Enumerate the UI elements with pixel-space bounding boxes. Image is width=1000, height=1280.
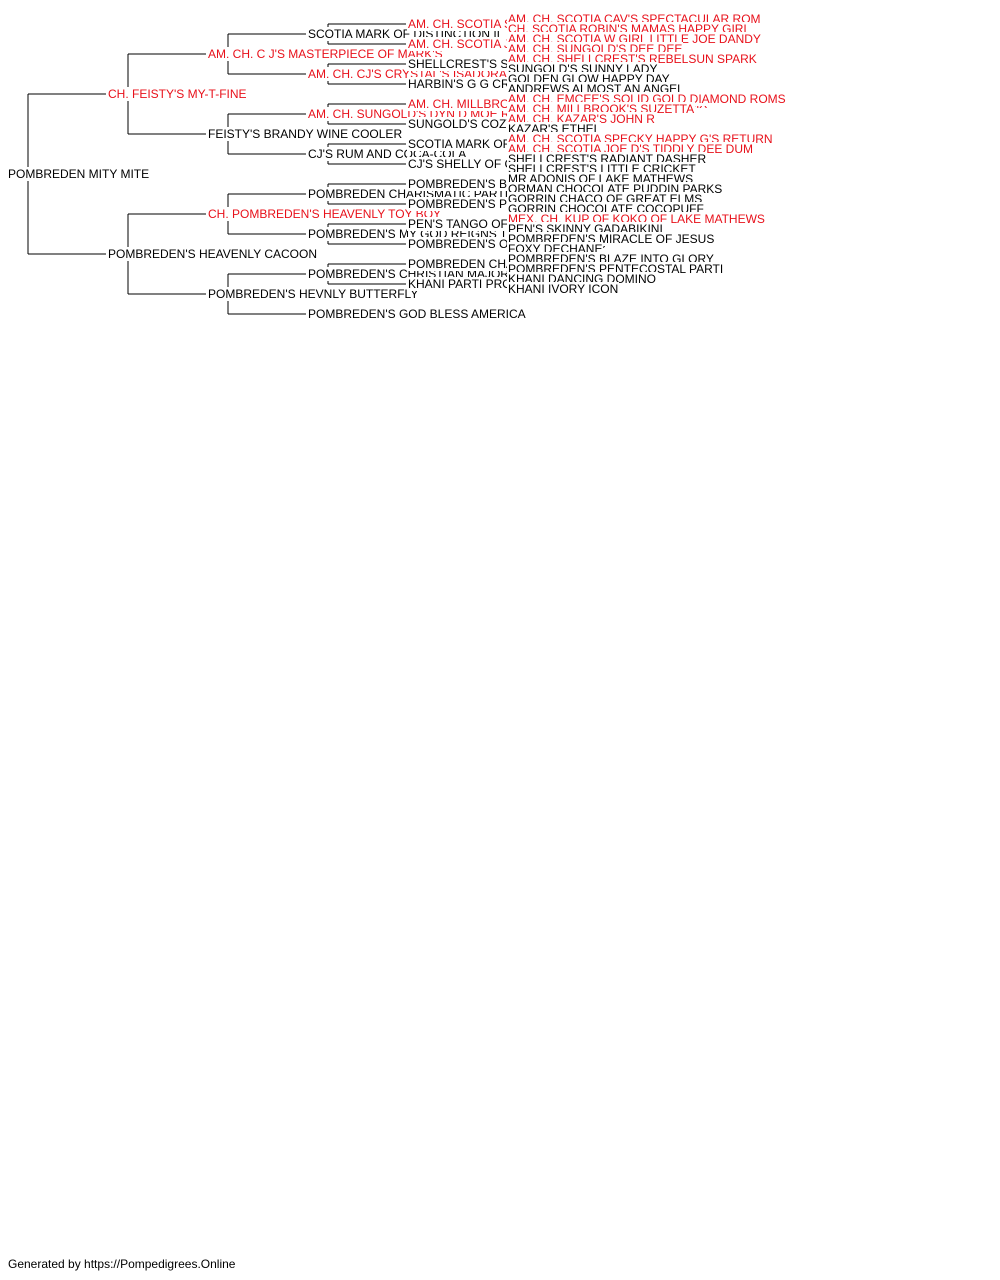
pedigree-dam-gen2: FEISTY'S BRANDY WINE COOLER bbox=[207, 127, 404, 141]
pedigree-sire-gen2: AM. CH. C J'S MASTERPIECE OF MARK'S bbox=[207, 47, 444, 61]
pedigree-subject-gen0: POMBREDEN MITY MITE bbox=[7, 167, 151, 181]
pedigree-dam-gen2: POMBREDEN'S HEVNLY BUTTERFLY bbox=[207, 287, 420, 301]
pedigree-dam-gen1: POMBREDEN'S HEAVENLY CACOON bbox=[107, 247, 319, 261]
pedigree-dam-gen5: KHANI IVORY ICON bbox=[507, 282, 620, 296]
footer-credit: Generated by https://Pompedigrees.Online bbox=[8, 1257, 236, 1271]
pedigree-sire-gen1: CH. FEISTY'S MY-T-FINE bbox=[107, 87, 248, 101]
pedigree-sire-gen2: CH. POMBREDEN'S HEAVENLY TOY BOY bbox=[207, 207, 443, 221]
pedigree-dam-gen3: POMBREDEN'S GOD BLESS AMERICA bbox=[307, 307, 527, 321]
